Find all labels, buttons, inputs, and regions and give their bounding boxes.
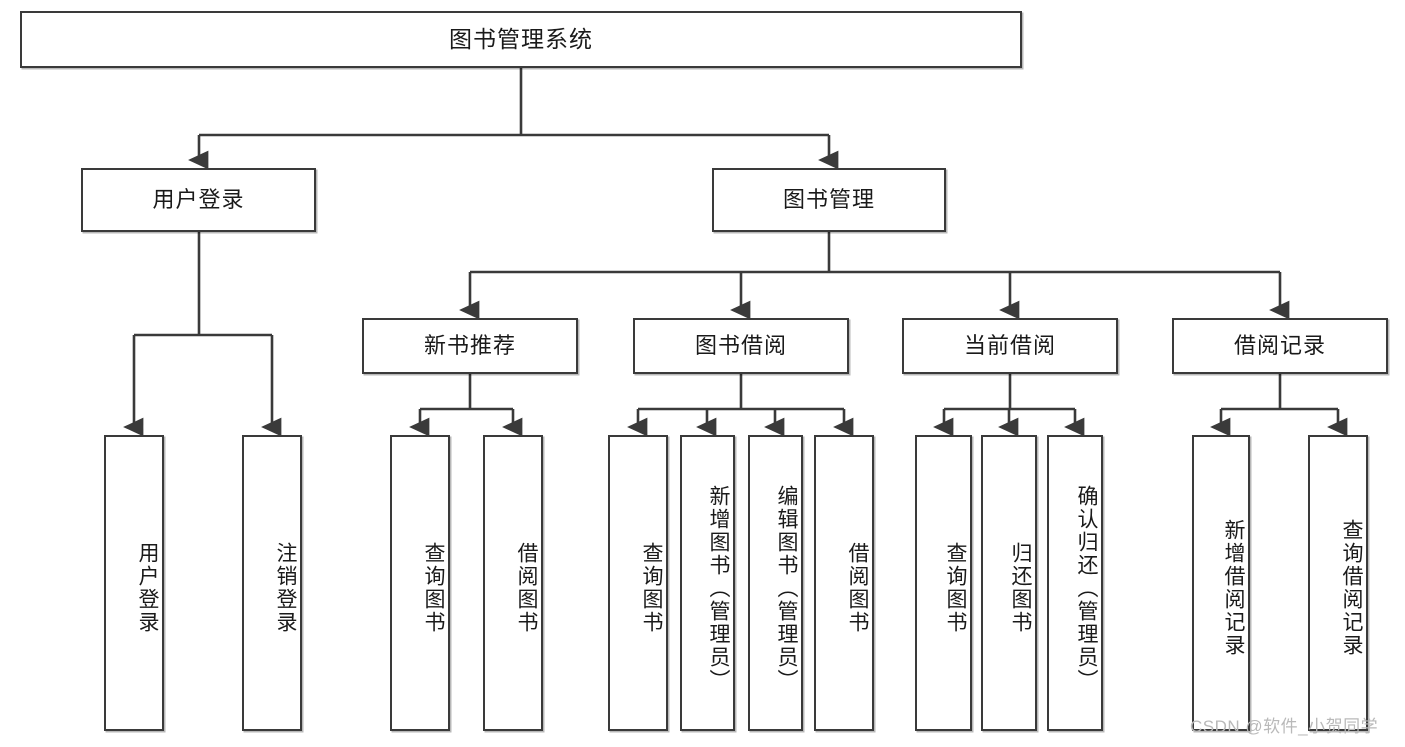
node-leaf-borrow-book[interactable]: 借阅图书: [814, 435, 874, 731]
node-leaf-return-book[interactable]: 归还图书: [981, 435, 1037, 731]
node-book-manage[interactable]: 图书管理: [712, 168, 946, 232]
node-new-book-recommend[interactable]: 新书推荐: [362, 318, 578, 374]
node-leaf-query-book-borrow[interactable]: 查询图书: [608, 435, 668, 731]
watermark: CSDN @软件_小贺同学: [1190, 717, 1379, 736]
node-leaf-confirm-return[interactable]: 确认归还（管理员）: [1047, 435, 1103, 731]
node-leaf-query-book-rec[interactable]: 查询图书: [390, 435, 450, 731]
node-book-borrow[interactable]: 图书借阅: [633, 318, 849, 374]
node-borrow-record[interactable]: 借阅记录: [1172, 318, 1388, 374]
node-leaf-user-login[interactable]: 用户登录: [104, 435, 164, 731]
node-leaf-add-record[interactable]: 新增借阅记录: [1192, 435, 1250, 731]
node-leaf-query-book-cur[interactable]: 查询图书: [915, 435, 972, 731]
node-leaf-logout[interactable]: 注销登录: [242, 435, 302, 731]
node-leaf-add-book[interactable]: 新增图书（管理员）: [680, 435, 735, 731]
node-user-login[interactable]: 用户登录: [81, 168, 316, 232]
node-leaf-edit-book[interactable]: 编辑图书（管理员）: [748, 435, 803, 731]
node-root[interactable]: 图书管理系统: [20, 11, 1022, 68]
node-leaf-borrow-book-rec[interactable]: 借阅图书: [483, 435, 543, 731]
node-leaf-query-record[interactable]: 查询借阅记录: [1308, 435, 1368, 731]
node-current-borrow[interactable]: 当前借阅: [902, 318, 1118, 374]
